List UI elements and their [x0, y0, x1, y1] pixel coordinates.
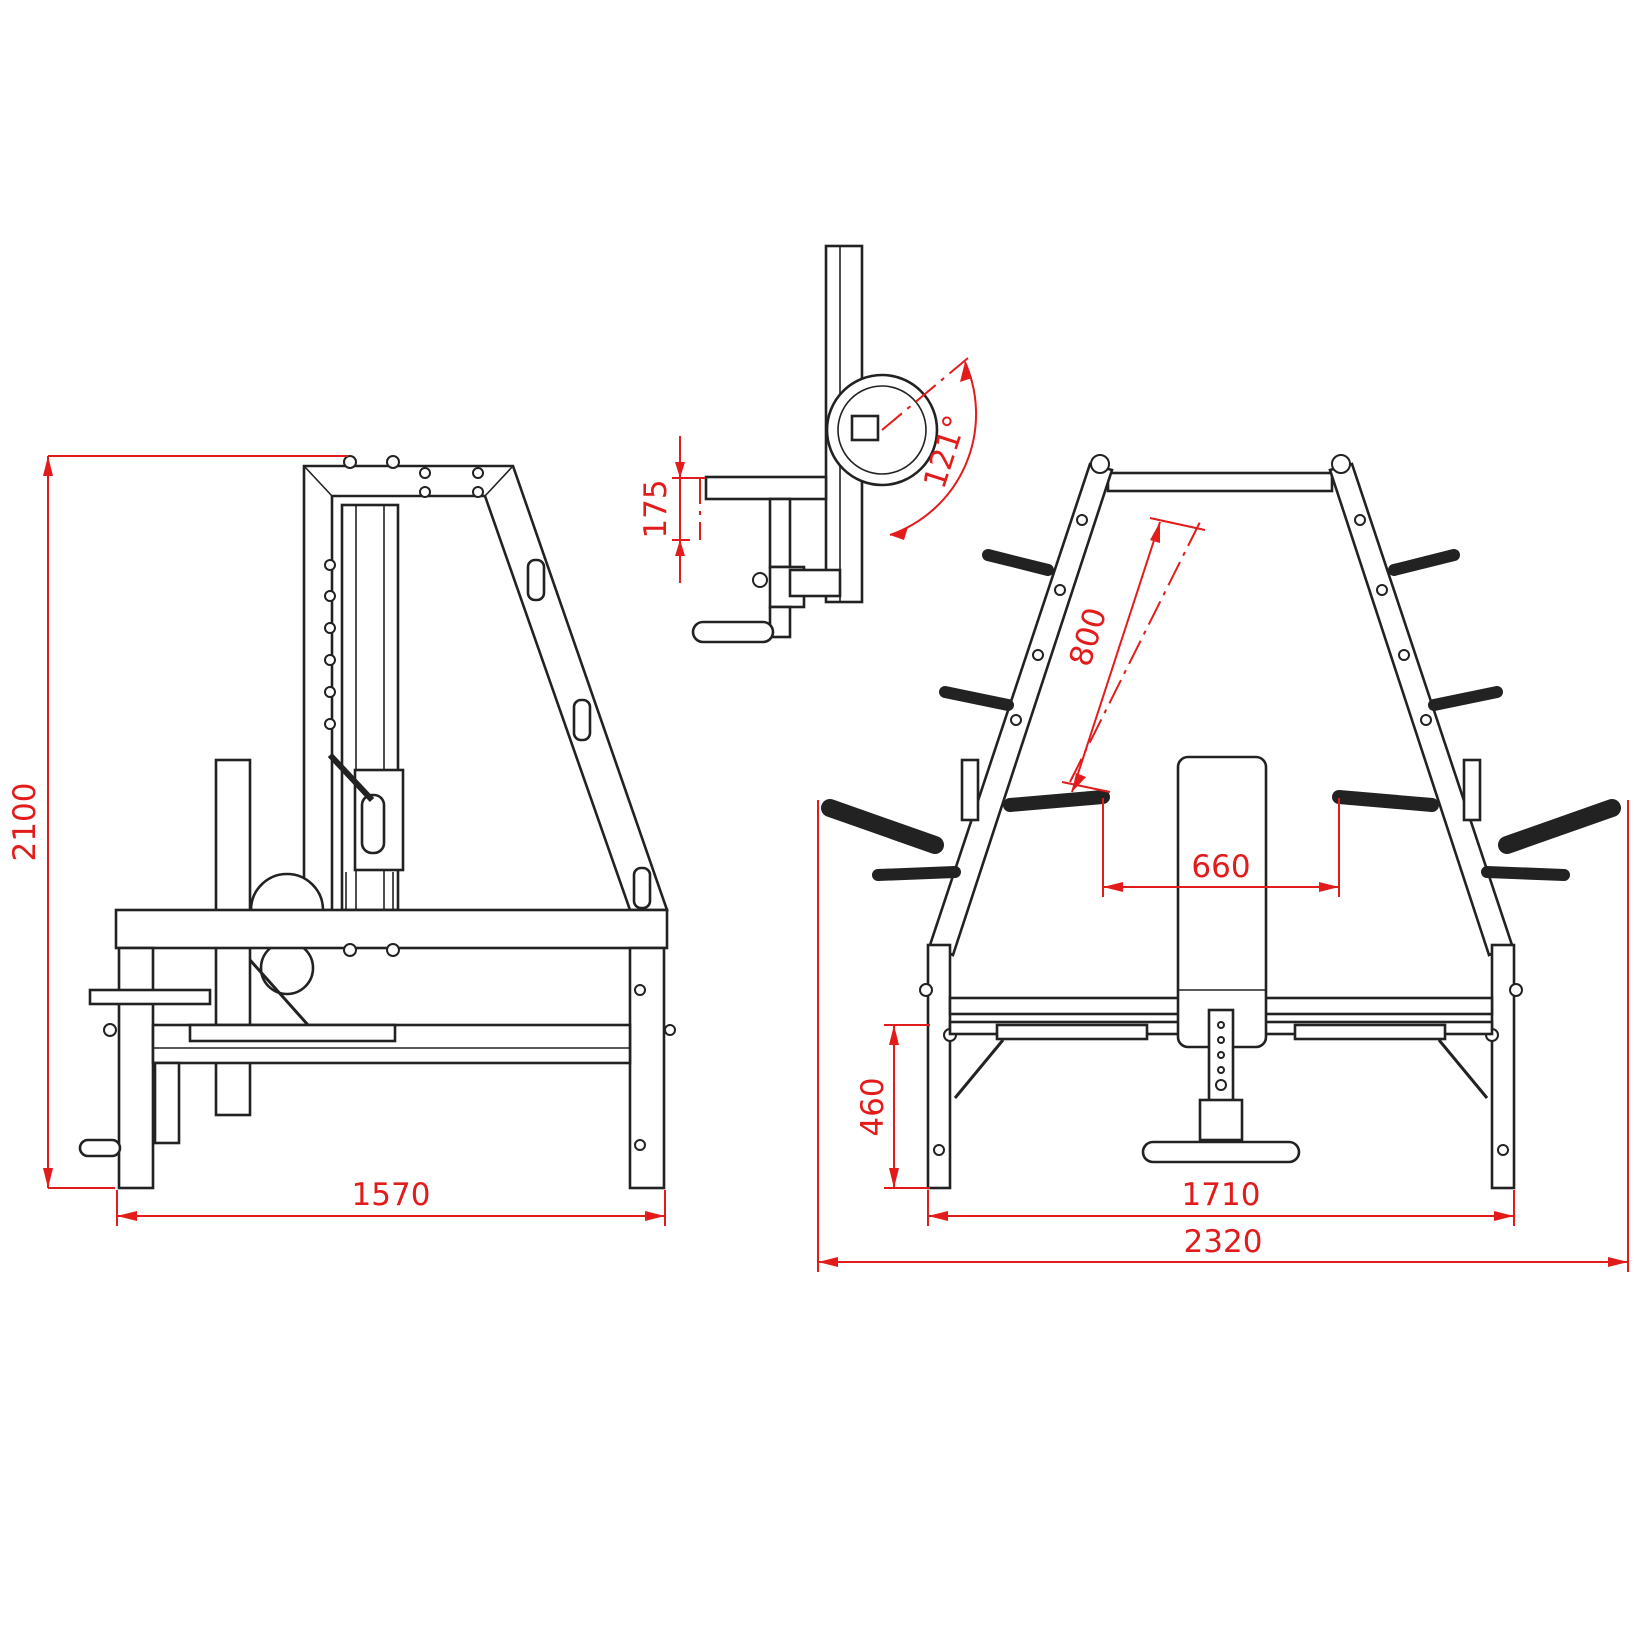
dim-overall-width: 2320 — [1184, 1224, 1263, 1260]
right-press-handle — [1332, 790, 1439, 812]
left-handle-horn — [821, 799, 944, 854]
dim-side-height: 2100 — [7, 783, 43, 862]
weight-peg — [572, 698, 592, 742]
dim-seat-height: 460 — [855, 1077, 891, 1136]
front-leg — [117, 946, 155, 1190]
bench-top-beam — [114, 908, 669, 950]
dim-arm-length: 800 — [1063, 604, 1115, 671]
foot-bar — [1141, 1140, 1301, 1164]
weight-peg — [526, 558, 546, 602]
dim-seat-offset: 175 — [638, 479, 674, 538]
front-right-leg — [1490, 943, 1516, 1190]
left-diagonal-arm — [928, 462, 1114, 957]
dim-handle-spacing: 660 — [1191, 849, 1250, 885]
side-dimensions: 2100 1570 — [7, 455, 666, 1226]
front-view — [821, 454, 1621, 1190]
right-diagonal-arm — [1328, 462, 1514, 957]
detail-dimensions: 175 121° — [638, 357, 978, 583]
top-crossbar — [1106, 471, 1334, 493]
back-rest — [1176, 755, 1268, 1049]
dim-frame-width: 1710 — [1182, 1177, 1261, 1213]
detail-view — [691, 244, 939, 644]
detail-handle — [691, 620, 775, 644]
dim-side-length: 1570 — [352, 1177, 431, 1213]
right-handle-horn — [1498, 799, 1621, 854]
front-left-leg — [926, 943, 952, 1190]
rear-leg — [628, 946, 666, 1190]
weight-peg — [632, 866, 652, 910]
seat-pad-detail — [704, 475, 828, 501]
left-press-handle — [1003, 790, 1110, 812]
side-view — [78, 455, 676, 1190]
